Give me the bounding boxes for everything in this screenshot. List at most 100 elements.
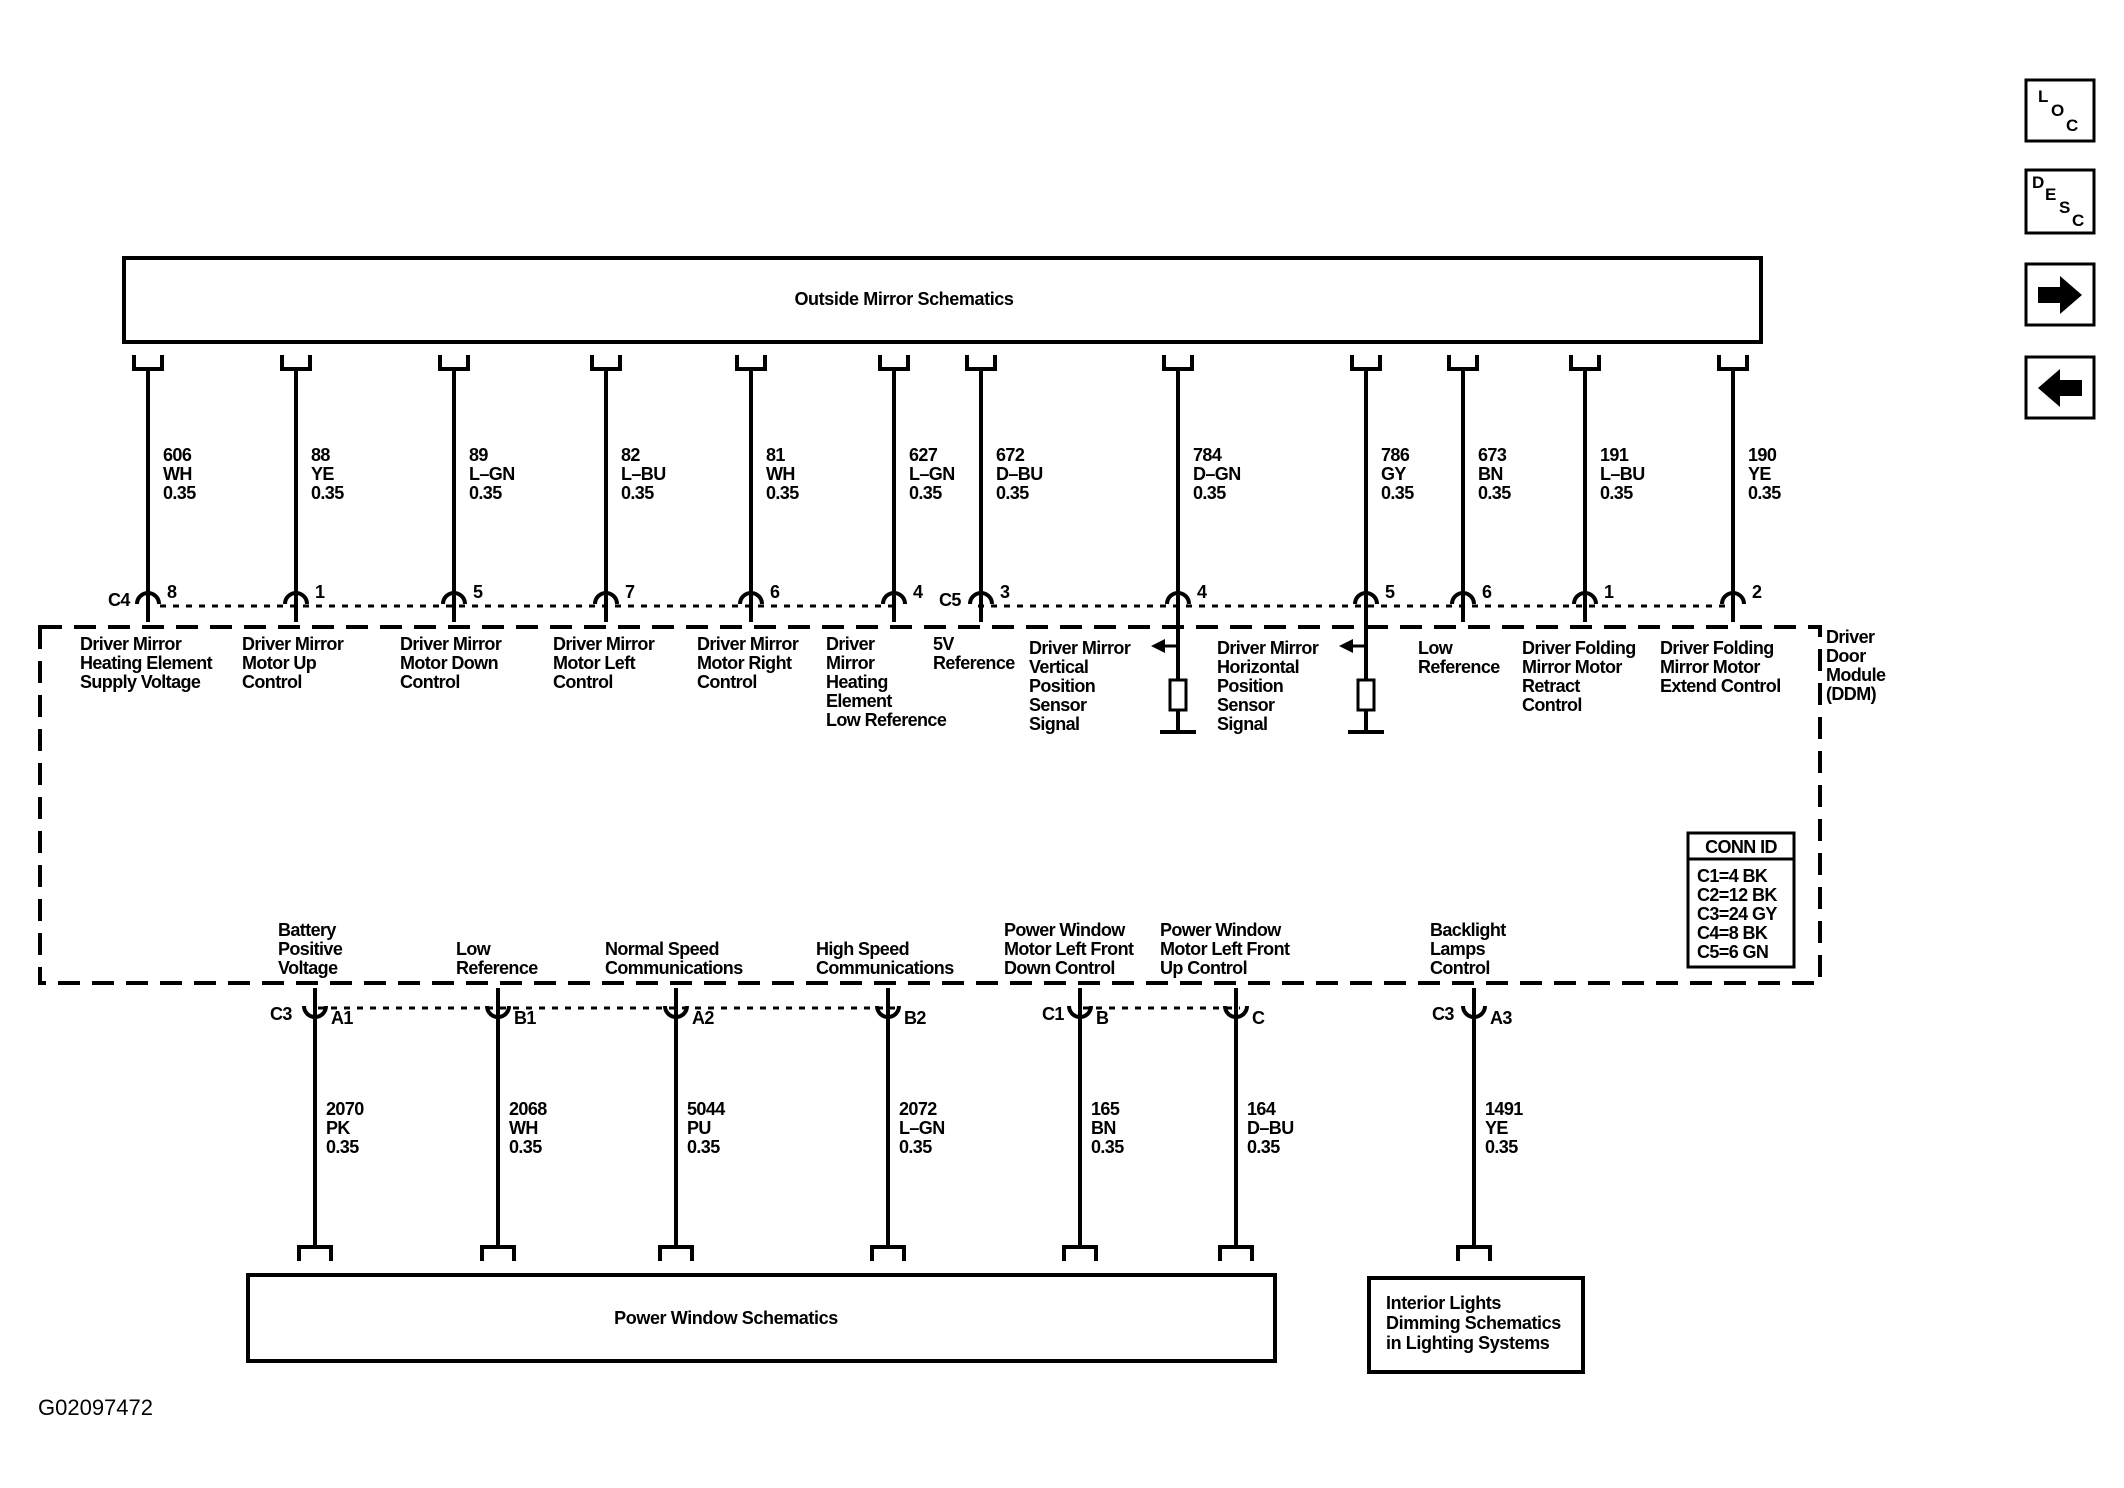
wire-spec-line: 0.35 [687, 1137, 720, 1157]
pin-number: B2 [904, 1008, 926, 1028]
wire-spec-line: 672 [996, 445, 1025, 465]
function-label-line: Power Window [1004, 920, 1126, 940]
wire-spec-line: 0.35 [766, 483, 799, 503]
outside-mirror-schematics-title: Outside Mirror Schematics [794, 289, 1013, 309]
resistor-icon [1356, 678, 1376, 712]
function-label-line: Position [1217, 676, 1283, 696]
conn-id-row: C2=12 BK [1697, 885, 1777, 905]
wire-terminal [590, 355, 622, 371]
wire-spec-line: 82 [621, 445, 640, 465]
wire-spec-line: D–BU [1247, 1118, 1294, 1138]
function-label-line: Motor Left Front [1004, 939, 1134, 959]
wire-spec-line: 0.35 [909, 483, 942, 503]
wire-spec-line: GY [1381, 464, 1406, 484]
ddm-label-line: Door [1826, 646, 1866, 666]
ddm-label-line: (DDM) [1826, 684, 1877, 704]
function-label-line: Reference [933, 653, 1015, 673]
back-button[interactable] [2024, 355, 2096, 420]
desc-letter: D [2032, 173, 2044, 192]
wire-spec-line: 89 [469, 445, 488, 465]
function-label-line: Heating Element [80, 653, 213, 673]
conn-id-title: CONN ID [1705, 837, 1777, 857]
pin-number: C [1252, 1008, 1265, 1028]
wire-spec-line: YE [311, 464, 334, 484]
wire-spec-line: 0.35 [1381, 483, 1414, 503]
function-label-line: Driver Mirror [400, 634, 502, 654]
function-label-line: Sensor [1217, 695, 1275, 715]
wire-terminal [1218, 1245, 1254, 1261]
arrow-right-icon [2038, 276, 2082, 314]
resistor-icon [1168, 678, 1188, 712]
forward-button[interactable] [2024, 262, 2096, 327]
power-window-schematics-box[interactable]: Power Window Schematics [246, 1273, 1277, 1363]
wire-terminal [1447, 355, 1479, 371]
wire-spec-line: 164 [1247, 1099, 1276, 1119]
wire-spec-line: 1491 [1485, 1099, 1523, 1119]
function-label-line: Voltage [278, 958, 338, 978]
function-label-line: Driver Mirror [1217, 638, 1319, 658]
function-label-line: Driver Mirror [1029, 638, 1131, 658]
pin-number: 4 [913, 582, 923, 602]
ddm-module-label: Driver Door Module (DDM) [1826, 627, 1890, 704]
function-label-line: Backlight [1430, 920, 1506, 940]
wire-spec-line: L–GN [899, 1118, 945, 1138]
outside-mirror-schematics-box[interactable]: Outside Mirror Schematics [122, 256, 1763, 344]
function-label-line: Driver Folding [1522, 638, 1636, 658]
conn-id-row: C1=4 BK [1697, 866, 1768, 886]
desc-button[interactable]: D E S C [2024, 168, 2096, 235]
interior-lights-line: Interior Lights [1386, 1293, 1501, 1313]
pin-number: A3 [1490, 1008, 1512, 1028]
function-label-line: Element [826, 691, 892, 711]
wire-spec-line: 0.35 [1600, 483, 1633, 503]
function-label-line: Power Window [1160, 920, 1282, 940]
wire-spec-line: L–BU [621, 464, 666, 484]
wire-terminal [1456, 1245, 1492, 1261]
wire-terminal [735, 355, 767, 371]
loc-letter: O [2051, 101, 2064, 120]
function-label-line: Normal Speed [605, 939, 719, 959]
function-label-line: Battery [278, 920, 336, 940]
function-label-line: Motor Right [697, 653, 792, 673]
interior-lights-schematics-box[interactable]: Interior Lights Dimming Schematics in Li… [1367, 1276, 1585, 1374]
function-label-line: Control [400, 672, 460, 692]
function-label-line: Up Control [1160, 958, 1247, 978]
arrow-head-icon [1151, 639, 1165, 653]
wire-spec-line: 191 [1600, 445, 1629, 465]
loc-button[interactable]: L O C [2024, 78, 2096, 143]
connector-c5-label: C5 [939, 590, 961, 610]
function-label-line: Low [1418, 638, 1454, 658]
function-label-line: Low [456, 939, 492, 959]
wire-spec-line: WH [766, 464, 795, 484]
wire-spec-line: 0.35 [509, 1137, 542, 1157]
wire-spec-line: 0.35 [1478, 483, 1511, 503]
wire-spec-line: 0.35 [621, 483, 654, 503]
wire-terminal [132, 355, 164, 371]
wire-spec-line: 0.35 [311, 483, 344, 503]
function-label-line: Driver Mirror [80, 634, 182, 654]
function-label-line: Retract [1522, 676, 1580, 696]
pin-number: B [1096, 1008, 1109, 1028]
wire-terminal [1569, 355, 1601, 371]
desc-letter: E [2045, 185, 2056, 204]
